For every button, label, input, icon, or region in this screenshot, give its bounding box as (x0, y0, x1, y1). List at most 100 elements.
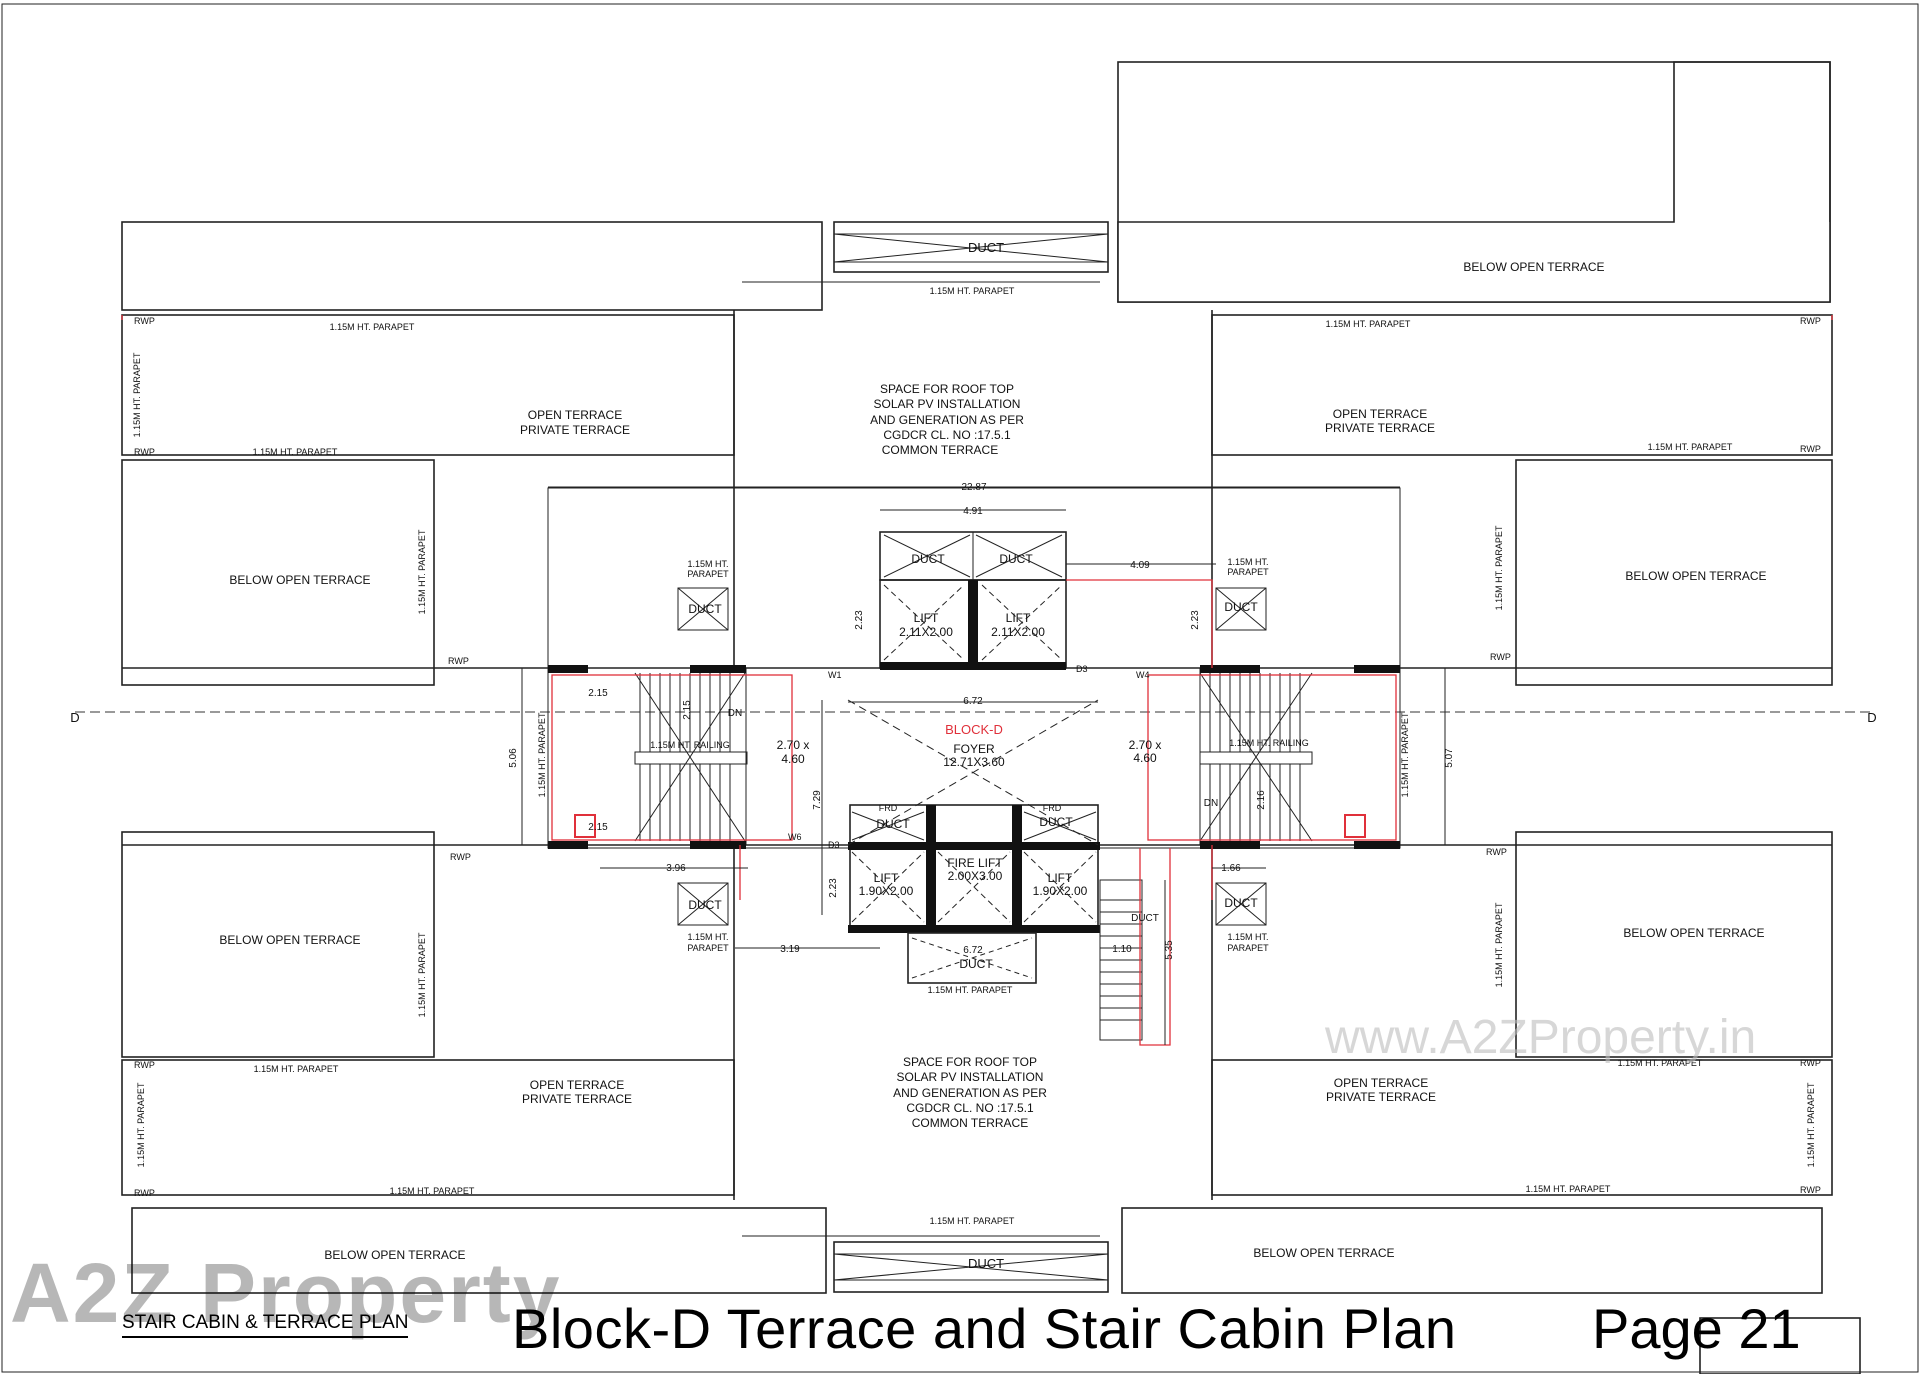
block-label: BLOCK-D (945, 722, 1003, 737)
solar-note-lower-4: CGDCR CL. NO :17.5.1 (906, 1101, 1034, 1115)
parapet-mr: 1.15M HT. PARAPET (1648, 442, 1733, 452)
rwp-1: RWP (134, 316, 155, 326)
lift-upper-right-label: LIFT (1006, 611, 1031, 625)
parapet-tl: 1.15M HT. PARAPET (330, 322, 415, 332)
dim-2-15-c: 2.15 (588, 822, 608, 833)
lift-lower-left-size: 1.90X2.00 (859, 884, 914, 898)
duct-label-bottom: DUCT (968, 1256, 1004, 1271)
parapet-vert-br: 1.15M HT. PARAPET (1494, 902, 1504, 987)
solar-note-lower-1: SPACE FOR ROOF TOP (903, 1055, 1037, 1069)
parapet-br: 1.15M HT. PARAPET (1618, 1058, 1703, 1068)
label-below-open-terrace-right-lower: BELOW OPEN TERRACE (1623, 926, 1764, 940)
dim-2-23-upper-right: 2.23 (1190, 610, 1201, 630)
dim-2-15-a: 2.15 (588, 688, 608, 699)
solar-note-upper-2: SOLAR PV INSTALLATION (874, 397, 1021, 411)
window-w4: W4 (1136, 670, 1150, 680)
dim-7-29: 7.29 (812, 790, 823, 810)
rwp-12: RWP (1800, 1185, 1821, 1195)
watermark-logo: A2Z Property (10, 1246, 562, 1340)
door-d3-lower: D3 (828, 840, 840, 850)
label-private-terrace-tl: PRIVATE TERRACE (520, 423, 630, 437)
rwp-2: RWP (1800, 316, 1821, 326)
duct-label-upper-left: DUCT (911, 552, 945, 566)
duct-label-stair-left-lower: DUCT (688, 898, 722, 912)
room-size-left-1: 2.70 x (777, 738, 810, 752)
duct-bottom (833, 1241, 1109, 1293)
dim-2-23-upper-left: 2.23 (854, 610, 865, 630)
parapet-vert-bottom-r: 1.15M HT. PARAPET (1806, 1082, 1816, 1167)
foyer-size: 12.71X3.60 (943, 755, 1005, 769)
dim-1-10: 1.10 (1112, 944, 1132, 955)
dim-5-07: 5.07 (1444, 748, 1455, 768)
label-below-open-terrace-left-lower: BELOW OPEN TERRACE (219, 933, 360, 947)
solar-note-upper-3: AND GENERATION AS PER (870, 413, 1024, 427)
frd-label-right: FRD (1043, 803, 1062, 813)
drawing-title: STAIR CABIN & TERRACE PLAN (122, 1312, 409, 1338)
dim-6-72-lower: 6.72 (963, 945, 983, 956)
label-open-terrace-bl: OPEN TERRACE (530, 1078, 624, 1092)
duct-label-lower-left: DUCT (876, 817, 910, 831)
page-number: Page 21 (1592, 1297, 1801, 1360)
lift-lower-left-label: LIFT (874, 871, 899, 885)
fire-lift-size: 2.00X3.00 (948, 869, 1003, 883)
dim-4-09: 4.09 (1130, 560, 1150, 571)
parapet-vert-ml: 1.15M HT. PARAPET (417, 529, 427, 614)
rwp-5: RWP (448, 656, 469, 666)
parapet-bl: 1.15M HT. PARAPET (254, 1064, 339, 1074)
label-open-terrace-tr: OPEN TERRACE (1333, 407, 1427, 421)
foyer-label: FOYER (953, 742, 995, 756)
door-d3-upper: D3 (1076, 664, 1088, 674)
duct-top (833, 221, 1109, 273)
parapet-short-3a: 1.15M HT. (687, 932, 728, 942)
duct-label-stair-right-upper: DUCT (1224, 600, 1258, 614)
section-marker-right: D (1867, 710, 1876, 725)
railing-right: 1.15M HT. RAILING (1229, 738, 1309, 748)
duct-label-upper-right: DUCT (999, 552, 1033, 566)
dim-3-96: 3.96 (666, 863, 686, 874)
parapet-short-2b: PARAPET (1227, 567, 1269, 577)
duct-label-lower-small: DUCT (959, 957, 993, 971)
parapet-lower-duct: 1.15M HT. PARAPET (928, 985, 1013, 995)
dim-6-72-upper: 6.72 (963, 696, 983, 707)
solar-note-lower-2: SOLAR PV INSTALLATION (897, 1070, 1044, 1084)
dim-2-23-lower: 2.23 (828, 878, 839, 898)
solar-note-lower-5: COMMON TERRACE (912, 1116, 1028, 1130)
parapet-short-1a: 1.15M HT. (687, 559, 728, 569)
parapet-short-3b: PARAPET (687, 943, 729, 953)
parapet-short-2a: 1.15M HT. (1227, 557, 1268, 567)
parapet-vert-mr: 1.15M HT. PARAPET (1494, 525, 1504, 610)
room-size-right-2: 4.60 (1133, 751, 1157, 765)
railing-left: 1.15M HT. RAILING (650, 740, 730, 750)
label-private-terrace-bl: PRIVATE TERRACE (522, 1092, 632, 1106)
parapet-bottom-right: 1.15M HT. PARAPET (1526, 1184, 1611, 1194)
solar-note-upper-4: CGDCR CL. NO :17.5.1 (883, 428, 1011, 442)
label-below-open-terrace-top-right: BELOW OPEN TERRACE (1463, 260, 1604, 274)
solar-note-lower-3: AND GENERATION AS PER (893, 1086, 1047, 1100)
label-below-open-terrace-bottom-left: BELOW OPEN TERRACE (324, 1248, 465, 1262)
lift-lower-right-label: LIFT (1048, 871, 1073, 885)
fire-lift-label: FIRE LIFT (947, 856, 1003, 870)
dim-22-87: 22.87 (961, 482, 986, 493)
dim-2-15-b: 2.15 (682, 700, 693, 720)
room-size-right-1: 2.70 x (1129, 738, 1162, 752)
dim-4-91: 4.91 (963, 506, 983, 517)
duct-label-lower-right: DUCT (1039, 815, 1073, 829)
label-below-open-terrace-right-upper: BELOW OPEN TERRACE (1625, 569, 1766, 583)
rwp-10: RWP (1800, 1058, 1821, 1068)
label-private-terrace-tr: PRIVATE TERRACE (1325, 421, 1435, 435)
rwp-6: RWP (1490, 652, 1511, 662)
label-private-terrace-br: PRIVATE TERRACE (1326, 1090, 1436, 1104)
parapet-bottom-left: 1.15M HT. PARAPET (390, 1186, 475, 1196)
stair-dn-left: DN (728, 708, 742, 719)
rwp-8: RWP (1486, 847, 1507, 857)
lift-upper-right-size: 2.11X2.00 (991, 625, 1045, 639)
window-w1: W1 (828, 670, 842, 680)
solar-note-upper-1: SPACE FOR ROOF TOP (880, 382, 1014, 396)
dim-1-66: 1.66 (1221, 863, 1241, 874)
room-size-left-2: 4.60 (781, 752, 805, 766)
label-below-open-terrace-bottom-right: BELOW OPEN TERRACE (1253, 1246, 1394, 1260)
label-open-terrace-tl: OPEN TERRACE (528, 408, 622, 422)
duct-label-stair-right-lower: DUCT (1224, 896, 1258, 910)
section-marker-left: D (70, 710, 79, 725)
